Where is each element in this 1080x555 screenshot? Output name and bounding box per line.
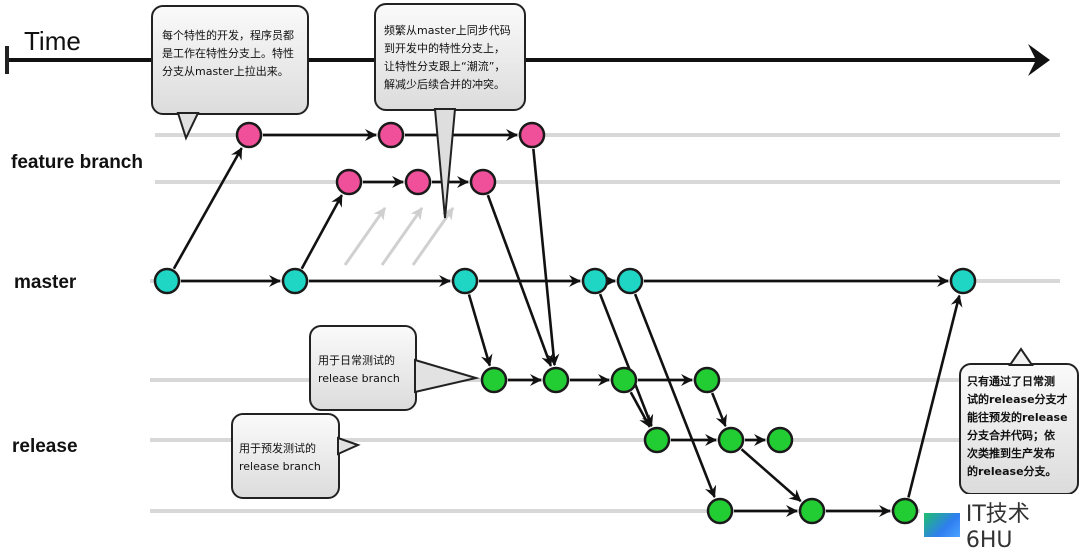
- commit-nodes: [153, 121, 977, 525]
- feature-commit-node: [518, 121, 546, 149]
- release-commit-node: [610, 366, 638, 394]
- time-axis-arrowhead-icon: [1028, 44, 1050, 76]
- callout-line: 用于预发测试的: [239, 442, 316, 455]
- callout-line: 是工作在特性分支上。特性: [162, 47, 294, 60]
- time-axis-start-tick: [5, 46, 9, 74]
- callout-sync-master: 频繁从master上同步代码 到开发中的特性分支上， 让特性分支跟上“潮流”， …: [374, 3, 526, 111]
- callout-line: 每个特性的开发，程序员都: [162, 29, 294, 42]
- callout-line: release branch: [318, 372, 400, 385]
- edge-r3c-m6: [907, 294, 963, 498]
- callout-line: 让特性分支跟上“潮流”，: [384, 60, 506, 73]
- git-flow-diagram: [5, 44, 1060, 525]
- edge-f2c-r1b: [486, 194, 553, 367]
- sync-hint-arrow: [411, 207, 455, 266]
- feature-commit-node: [404, 168, 432, 196]
- sync-hint-arrow: [380, 207, 424, 266]
- callout-line: 解减少后续合并的冲突。: [384, 78, 505, 91]
- edge-m1-f1a: [172, 147, 243, 270]
- time-axis-title: Time: [24, 26, 81, 56]
- release-commit-node: [766, 426, 794, 454]
- edge-m3-r1a: [467, 294, 493, 367]
- sync-hint-arrow: [343, 207, 387, 266]
- master-commit-node: [153, 267, 181, 295]
- watermark-logo-icon: [924, 512, 960, 537]
- master-commit-node: [451, 267, 479, 295]
- callout-pre-release: 用于预发测试的 release branch: [231, 413, 340, 499]
- callout-line: 次类推到生产发布: [967, 447, 1055, 460]
- callout-line: 频繁从master上同步代码: [384, 24, 511, 37]
- callout-line: 试的release分支才: [967, 393, 1068, 406]
- watermark: IT技术6HU: [920, 494, 1080, 555]
- callout-line: 用于日常测试的: [318, 354, 395, 367]
- release-commit-node: [706, 497, 734, 525]
- edge-r1c-r2a: [629, 391, 651, 428]
- sync-hint-arrows: [343, 207, 455, 266]
- commit-edges: [172, 129, 963, 517]
- feature-commit-node: [377, 121, 405, 149]
- edge-m2-f2a: [300, 194, 343, 270]
- feature-commit-node: [335, 168, 363, 196]
- edge-m5-r3a: [633, 293, 717, 498]
- master-commit-node: [949, 267, 977, 295]
- callout-line: 分支从master上拉出来。: [162, 65, 289, 78]
- edge-r2b-r3b: [740, 448, 802, 503]
- feature-commit-node: [235, 121, 263, 149]
- callout-line: 能往预发的release: [967, 411, 1068, 424]
- callout-line: release branch: [239, 460, 321, 473]
- edge-f1c-r1b: [532, 148, 560, 367]
- callout-feature-dev: 每个特性的开发，程序员都 是工作在特性分支上。特性 分支从master上拉出来。: [151, 5, 309, 115]
- callout-line: 到开发中的特性分支上，: [384, 42, 505, 55]
- callout-daily-test: 用于日常测试的 release branch: [309, 325, 417, 411]
- release-commit-node: [643, 426, 671, 454]
- master-commit-node: [281, 267, 309, 295]
- release-commit-node: [693, 366, 721, 394]
- release-commit-node: [542, 366, 570, 394]
- master-commit-node: [581, 267, 609, 295]
- callout-line: 的release分支。: [967, 465, 1057, 478]
- lane-label-feature: feature branch: [11, 152, 143, 173]
- callout-line: 只有通过了日常测: [967, 375, 1055, 388]
- edge-r1d-r2b: [710, 392, 727, 428]
- release-commit-node: [798, 497, 826, 525]
- callout-line: 分支合并代码；依: [967, 429, 1055, 442]
- callout-promotion: 只有通过了日常测 试的release分支才 能往预发的release 分支合并代…: [959, 363, 1079, 495]
- lane-label-release: release: [12, 436, 78, 457]
- watermark-text: IT技术6HU: [965, 502, 1030, 553]
- release-commit-node: [480, 366, 508, 394]
- release-commit-node: [891, 497, 919, 525]
- release-commit-node: [717, 426, 745, 454]
- lane-label-master: master: [14, 272, 77, 293]
- master-commit-node: [616, 267, 644, 295]
- edge-m4-r2a: [598, 293, 654, 427]
- feature-commit-node: [469, 168, 497, 196]
